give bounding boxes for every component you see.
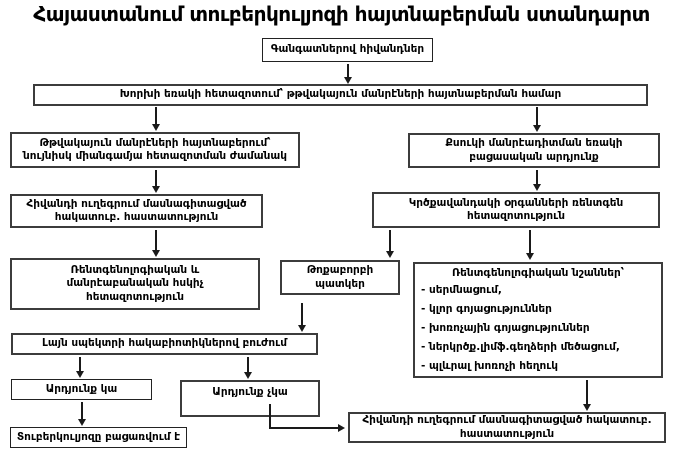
node-result-no: Արդյունք չկա [180, 380, 320, 417]
xray-sign-item: - սերմնացում, [421, 284, 502, 296]
xray-signs-header: Ռենտգենոլոգիական նշաններ՝ [451, 267, 625, 279]
node-chest-xray: Կրծքավանդակի օրգանների ռենտգեն հետազոտու… [372, 192, 660, 228]
arrow-result-yes-to-excluded [78, 402, 86, 426]
arrow-referral-to-control [152, 230, 160, 257]
arrow-antibiotics-to-result-no [244, 357, 252, 379]
node-referral-tb-institution: Հիվանդի ուղեգրում մասնագիտացված հակատուբ… [10, 194, 263, 228]
page-title: Հայաստանում տուբերկուլյոզի հայտնաբերման … [33, 2, 650, 26]
arrow-signs-to-referral-final [583, 380, 591, 411]
node-pneumonia-picture: Թոքաբորբի պատկեր [280, 260, 400, 295]
node-xray-signs: Ռենտգենոլոգիական նշաններ՝ - սերմնացում, … [413, 262, 663, 378]
node-afb-detected: Թթվակայուն մանրէների հայտնաբերում՝ նույն… [10, 132, 300, 168]
xray-sign-item: - պլևրալ խոռոչի հեղուկ [421, 360, 558, 372]
xray-sign-item: - ներկրծք.լիմֆ.գեղձերի մեծացում, [421, 341, 620, 353]
arrow-sputum-to-negative [533, 107, 541, 132]
xray-sign-item: - խոռոչային գոյացություններ [421, 322, 590, 334]
connector-result-no-horizontal [269, 427, 338, 429]
arrow-xray-to-pneumonia [386, 230, 394, 258]
node-referral-tb-institution-final: Հիվանդի ուղեգրում մասնագիտացված հակատուբ… [348, 412, 666, 443]
xray-sign-item: - կլոր գոյացություններ [421, 303, 552, 315]
node-sputum-triple-exam: Խորխի եռակի հետազոտում՝ թթվակայուն մանրէ… [33, 84, 648, 106]
arrow-pneumonia-to-antibiotics [298, 303, 306, 332]
node-control-exam: Ռենտգենոլոգիական և մանրէաբանական հսկիչ հ… [10, 258, 260, 310]
node-patients-with-complaints: Գանգատներով հիվանդներ [262, 38, 433, 62]
arrow-patients-to-sputum [344, 64, 352, 84]
arrow-negative-to-xray [533, 170, 541, 191]
arrow-sputum-to-afb [152, 107, 160, 131]
node-result-yes: Արդյունք կա [11, 379, 152, 400]
arrow-antibiotics-to-result-yes [76, 357, 84, 378]
connector-result-no-arrowhead [338, 424, 345, 432]
node-antibiotic-treatment: Լայն սպեկտրի հակաբիոտիկներով բուժում [11, 333, 318, 355]
arrow-afb-to-referral [152, 170, 160, 193]
node-tb-excluded: Տուբերկուլյոզը բացառվում է [10, 427, 187, 448]
connector-result-no-vertical [269, 404, 271, 429]
node-smear-negative: Քսուկի մանրէադիտման եռակի բացասական արդյ… [408, 133, 660, 168]
arrow-xray-to-signs [526, 230, 534, 260]
